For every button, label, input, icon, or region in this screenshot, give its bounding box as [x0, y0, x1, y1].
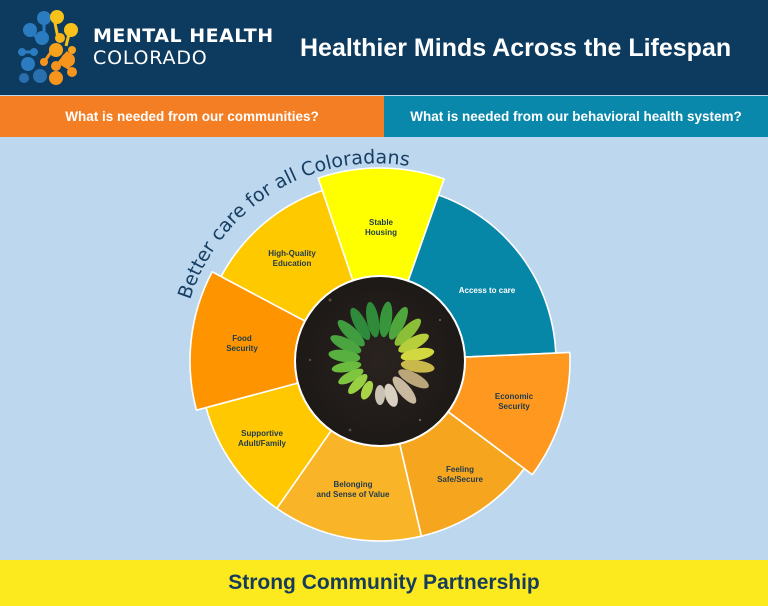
- label-feeling-safe-2: Safe/Secure: [437, 475, 483, 484]
- label-education-1: High-Quality: [268, 249, 316, 258]
- communities-question-bar: What is needed from our communities?: [0, 96, 384, 137]
- label-supportive-1: Supportive: [241, 429, 283, 438]
- health-system-question-label: What is needed from our behavioral healt…: [410, 109, 742, 124]
- mental-health-colorado-logo-icon: [18, 10, 78, 85]
- community-partnership-label: Strong Community Partnership: [228, 571, 540, 594]
- label-economic-security-1: Economic: [495, 392, 534, 401]
- segment-labels: Stable Housing Access to care Economic S…: [226, 218, 533, 499]
- label-belonging-1: Belonging: [333, 480, 372, 489]
- label-stable-housing-1: Stable: [369, 218, 394, 227]
- brand-line-2: COLORADO: [93, 47, 208, 69]
- label-stable-housing-2: Housing: [365, 228, 397, 237]
- label-belonging-2: and Sense of Value: [317, 490, 390, 499]
- label-food-security-1: Food: [232, 334, 252, 343]
- label-economic-security-2: Security: [498, 402, 530, 411]
- page-title: Healthier Minds Across the Lifespan: [300, 34, 732, 62]
- label-education-2: Education: [273, 259, 312, 268]
- community-partnership-banner: Strong Community Partnership: [0, 560, 768, 606]
- label-supportive-2: Adult/Family: [238, 439, 287, 448]
- label-feeling-safe-1: Feeling: [446, 465, 474, 474]
- communities-question-label: What is needed from our communities?: [65, 109, 319, 124]
- health-system-question-bar: What is needed from our behavioral healt…: [384, 96, 768, 137]
- center-leaf-circle-image: [294, 275, 466, 447]
- header-banner: MENTAL HEALTH COLORADO Healthier Minds A…: [0, 0, 768, 95]
- label-food-security-2: Security: [226, 344, 258, 353]
- brand-line-1: MENTAL HEALTH: [93, 25, 274, 47]
- needs-wheel-diagram: Better care for all Coloradans Stable Ho…: [174, 146, 571, 542]
- brand-name: MENTAL HEALTH COLORADO: [93, 27, 274, 68]
- label-access-to-care: Access to care: [459, 286, 516, 295]
